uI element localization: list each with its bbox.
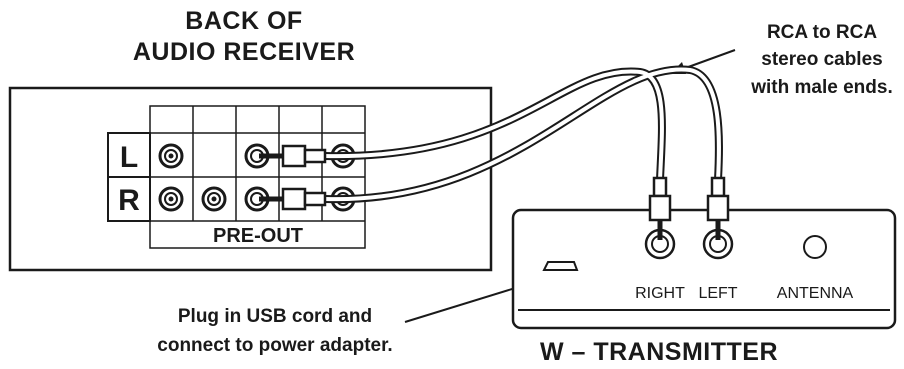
rca-cables xyxy=(321,65,723,204)
cable-note-line2: stereo cables xyxy=(761,49,882,70)
transmitter-rca-plugs xyxy=(648,176,730,240)
transmitter-title: W – TRANSMITTER xyxy=(540,338,778,366)
usb-note-line1: Plug in USB cord and xyxy=(178,306,372,327)
row-label-left: L xyxy=(120,141,138,174)
antenna-jack xyxy=(803,235,827,259)
receiver-back-panel xyxy=(8,86,493,272)
pre-out-label: PRE-OUT xyxy=(213,225,303,247)
rca-plug xyxy=(706,176,730,240)
right-jack-label: RIGHT xyxy=(635,285,685,302)
cable-note-line3: with male ends. xyxy=(750,77,892,98)
rca-plug xyxy=(259,144,327,168)
rca-plug xyxy=(648,176,672,240)
pre-out-terminal-block xyxy=(149,105,366,249)
receiver-title-line1: BACK OF xyxy=(185,7,302,35)
antenna-label: ANTENNA xyxy=(777,285,854,302)
receiver-jacks xyxy=(158,143,356,212)
rca-jack xyxy=(244,186,270,212)
left-jack-label: LEFT xyxy=(698,285,737,302)
rca-plug xyxy=(259,187,327,211)
transmitter-body xyxy=(511,208,897,330)
cable-note-line1: RCA to RCA xyxy=(767,22,877,43)
usb-port xyxy=(542,261,579,271)
receiver-rca-plugs xyxy=(259,144,327,211)
row-label-right: R xyxy=(118,184,140,217)
receiver-title-line2: AUDIO RECEIVER xyxy=(133,38,355,66)
usb-note-line2: connect to power adapter. xyxy=(157,335,392,356)
rca-jack xyxy=(158,143,184,169)
rca-jack xyxy=(201,186,227,212)
rca-jack xyxy=(158,186,184,212)
